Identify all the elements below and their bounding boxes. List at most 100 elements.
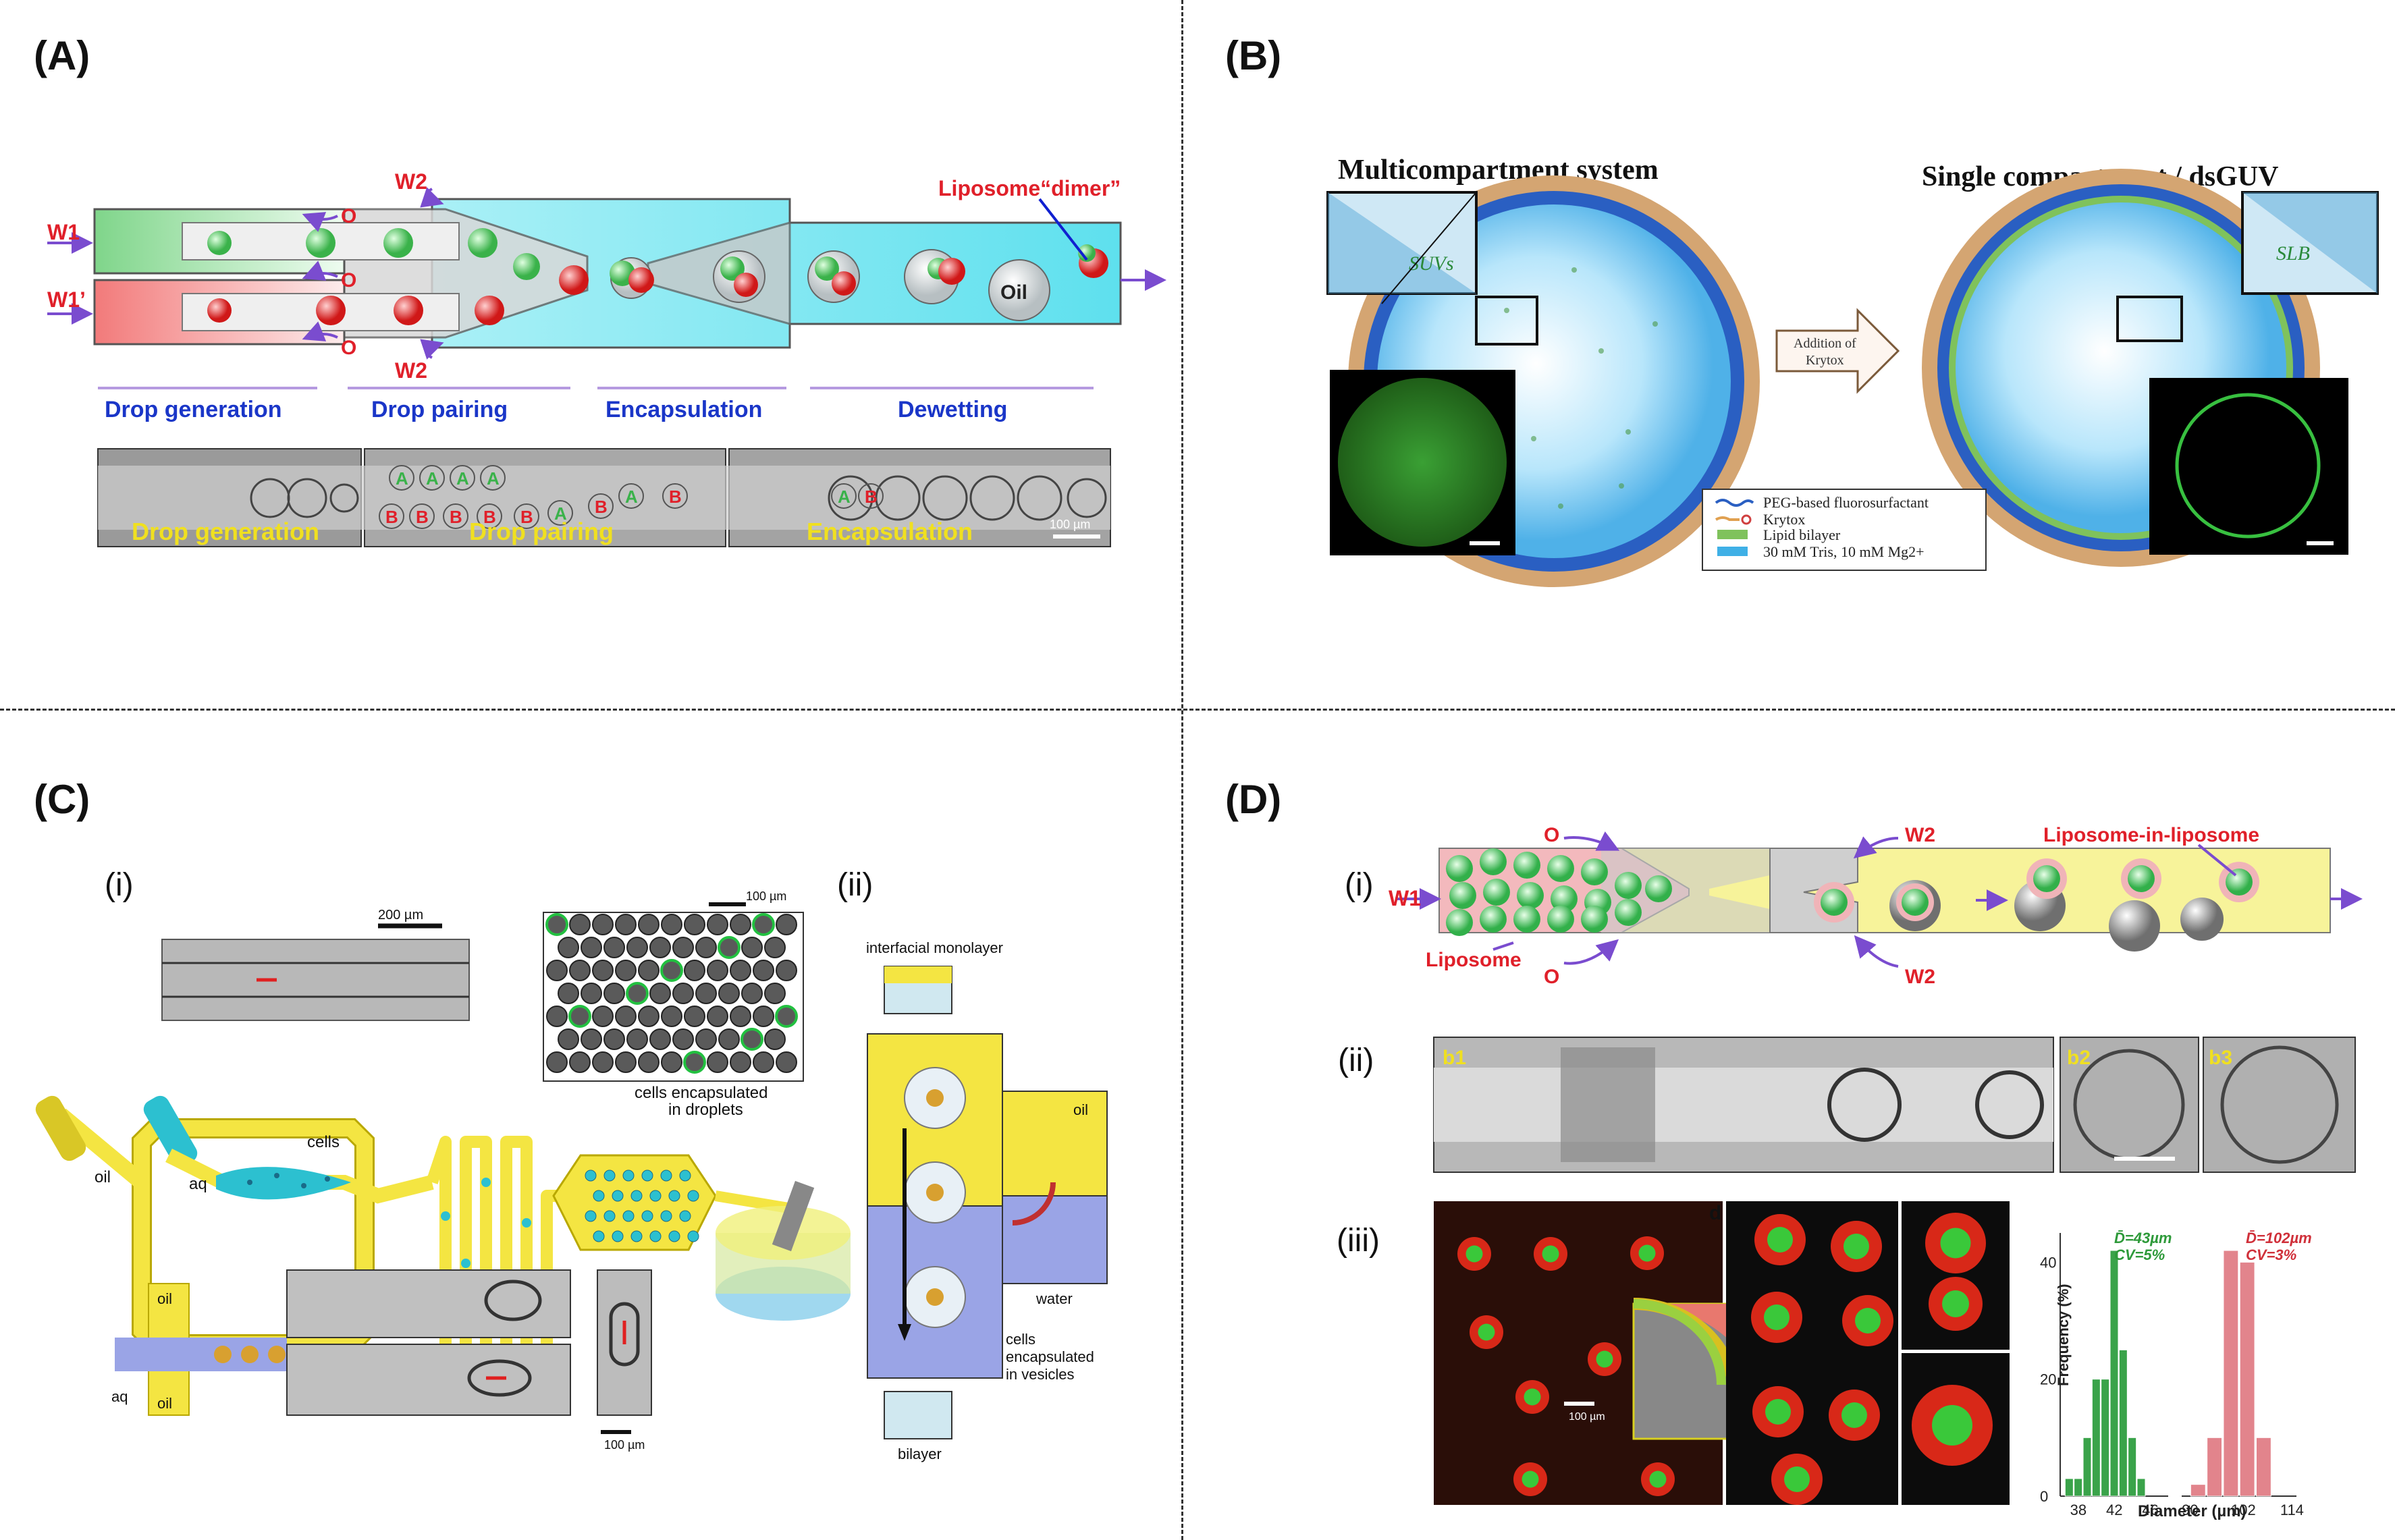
d-o-top: O [1544, 824, 1559, 846]
liposome-drop [1547, 855, 1574, 882]
grid-droplet [649, 1028, 671, 1050]
grid-droplet [695, 937, 717, 958]
d-fluor-cells-3 [1912, 1213, 1993, 1466]
hist0-cv: CV=5% [2114, 1246, 2165, 1263]
pairing-drop [389, 465, 414, 491]
chip-droplet [660, 1170, 672, 1182]
pairing-drop-letter: B [520, 507, 533, 527]
hist-bar [2118, 1349, 2128, 1497]
liposome-drop [1615, 899, 1642, 926]
chip-droplet [668, 1190, 680, 1202]
grid-droplet [638, 914, 660, 935]
grid-droplet [546, 1051, 568, 1073]
pairing-drop-letter: A [487, 468, 500, 489]
chip-droplet [603, 1210, 616, 1222]
hist-bar [2256, 1437, 2271, 1497]
c-vesicles-0: cells [1006, 1331, 1035, 1348]
c-sub-i: (i) [105, 867, 134, 903]
chip-droplet [630, 1230, 643, 1242]
a-scale-label: 100 µm [1050, 518, 1090, 531]
hist1-cv: CV=3% [2246, 1246, 2296, 1263]
grid-droplet [764, 937, 786, 958]
c-junction-oil-bottom: oil [157, 1395, 172, 1412]
a-w1-label: W1 [47, 220, 80, 244]
grid-droplet [718, 936, 741, 959]
grid-droplet [592, 1051, 614, 1073]
pairing-drop-letter: B [483, 507, 496, 527]
c-water: water [1035, 1290, 1073, 1307]
chip-droplet [622, 1170, 635, 1182]
chip-droplet [593, 1230, 605, 1242]
grid-droplet [569, 914, 591, 935]
fluor-core [1596, 1350, 1613, 1368]
a-w1p-label: W1’ [47, 287, 86, 312]
grid-droplet [603, 983, 625, 1004]
grid-droplet [638, 960, 660, 981]
c-junction-oil-top: oil [157, 1290, 172, 1307]
grid-droplet [764, 1028, 786, 1050]
grid-droplet [730, 1051, 751, 1073]
fluor-core [1465, 1245, 1483, 1263]
grid-droplet [672, 937, 694, 958]
b-arrow-text-0: Addition of [1794, 336, 1856, 351]
pairing-drop-letter: A [554, 503, 567, 524]
hist-bar [2101, 1379, 2110, 1497]
liposome-drop [1480, 848, 1507, 875]
grid-droplet [683, 1051, 706, 1074]
liposome-drop [1480, 906, 1507, 933]
grid-droplet [718, 1028, 740, 1050]
liposome-drop [1513, 852, 1540, 879]
hist-bar [2074, 1478, 2083, 1497]
c-vesicles-2: in vesicles [1006, 1366, 1074, 1383]
pairing-drop [547, 500, 573, 526]
b-legend-1: Krytox [1763, 511, 1805, 528]
grid-droplet [695, 983, 717, 1004]
grid-droplet [603, 937, 625, 958]
d-d-label: d [1709, 1202, 1721, 1224]
pairing-drop-letter: A [456, 468, 469, 489]
c-vesicles-1: encapsulated [1006, 1348, 1094, 1365]
grid-droplet [684, 1006, 705, 1027]
b-legend-2: Lipid bilayer [1763, 526, 1841, 543]
pairing-drop [480, 465, 506, 491]
pairing-drop-letter: A [838, 487, 851, 507]
pairing-drop-letter: A [426, 468, 439, 489]
a-micro-label-2: Encapsulation [807, 518, 973, 545]
grid-droplet [707, 914, 728, 935]
a-dimer-label: Liposome“dimer” [938, 176, 1121, 200]
grid-droplet [741, 1028, 763, 1051]
hist-bar [2239, 1261, 2255, 1497]
pairing-drop-letter: B [450, 507, 462, 527]
hist-x-tick: 46 [2142, 1502, 2158, 1518]
a-w2-top-label: W2 [395, 169, 427, 194]
hist-bar [2109, 1250, 2119, 1497]
liposome-drop [1551, 885, 1578, 912]
grid-droplet [672, 983, 694, 1004]
vertical-divider [1181, 0, 1183, 1540]
grid-droplet [592, 960, 614, 981]
grid-droplet [558, 1028, 579, 1050]
c-aq: aq [189, 1175, 207, 1193]
pairing-drop-letter: A [625, 487, 638, 507]
grid-droplet [695, 1028, 717, 1050]
grid-droplet [752, 913, 775, 936]
liposome-drop [1581, 858, 1608, 885]
liposome-drop [1615, 872, 1642, 899]
grid-droplet [615, 914, 637, 935]
a-o1-label: O [341, 205, 356, 227]
horizontal-divider [0, 709, 2395, 711]
grid-droplet [776, 960, 797, 981]
grid-droplet [718, 983, 740, 1004]
liposome-drop [1483, 879, 1510, 906]
pairing-drop [618, 483, 644, 509]
liposome-drop [1581, 906, 1608, 933]
pairing-drop [662, 483, 688, 509]
hist-ylabel: Frequency (%) [2055, 1284, 2072, 1386]
grid-droplet [568, 1005, 591, 1028]
grid-droplet [707, 1006, 728, 1027]
pairing-drop-letter: A [396, 468, 408, 489]
chip-droplet [649, 1190, 662, 1202]
